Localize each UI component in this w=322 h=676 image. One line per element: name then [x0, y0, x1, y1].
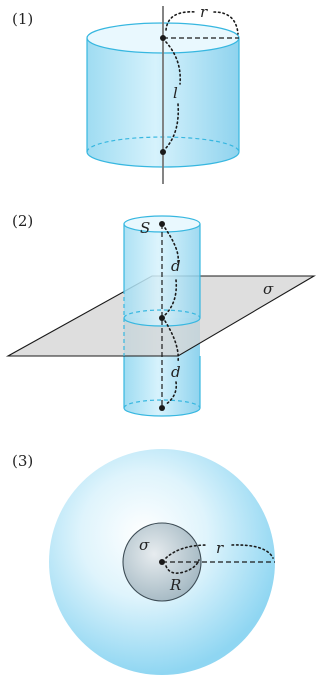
cylinder-2-bottom-point: [159, 405, 165, 411]
cylinder-2-point-s-label: S: [140, 219, 150, 237]
cylinder-1-radius-label: r: [200, 3, 208, 21]
sphere-radius-arc: [165, 544, 274, 559]
cylinder-2-distance-top-label: d: [171, 257, 181, 275]
cylinder-1-bottom-center-point: [160, 149, 166, 155]
cylinder-2-mid-front: [123, 317, 201, 327]
section-radius-arc: [165, 559, 200, 574]
cross-section-sigma-label: σ: [139, 536, 150, 554]
figure-1: (1) r l: [12, 3, 240, 184]
cylinder-1-length-arc: [165, 41, 182, 149]
figure-1-number: (1): [12, 10, 33, 28]
cylinder-1-length-label: l: [173, 84, 178, 102]
cylinder-2-bottom-front: [123, 407, 201, 417]
figure-2-number: (2): [12, 212, 33, 230]
section-radius-label: R: [169, 576, 181, 594]
figure-2: (2) S d d σ: [5, 212, 317, 417]
point-s: [159, 221, 165, 227]
figure-3: (3) σ r R: [12, 449, 275, 675]
cylinder-1-radius-arc: [165, 11, 239, 35]
sphere-radius-label: r: [216, 539, 224, 557]
cylinder-1-top-center-point: [160, 35, 166, 41]
cylinder-2-distance-arc-top: [164, 227, 180, 316]
cylinder-2-distance-arc-bottom: [164, 320, 180, 406]
figure-3-number: (3): [12, 452, 33, 470]
sphere-center-point: [159, 559, 165, 565]
plane-sigma-label: σ: [263, 280, 274, 298]
cylinder-2-center-point: [159, 315, 165, 321]
cylinder-2-distance-bottom-label: d: [171, 363, 181, 381]
